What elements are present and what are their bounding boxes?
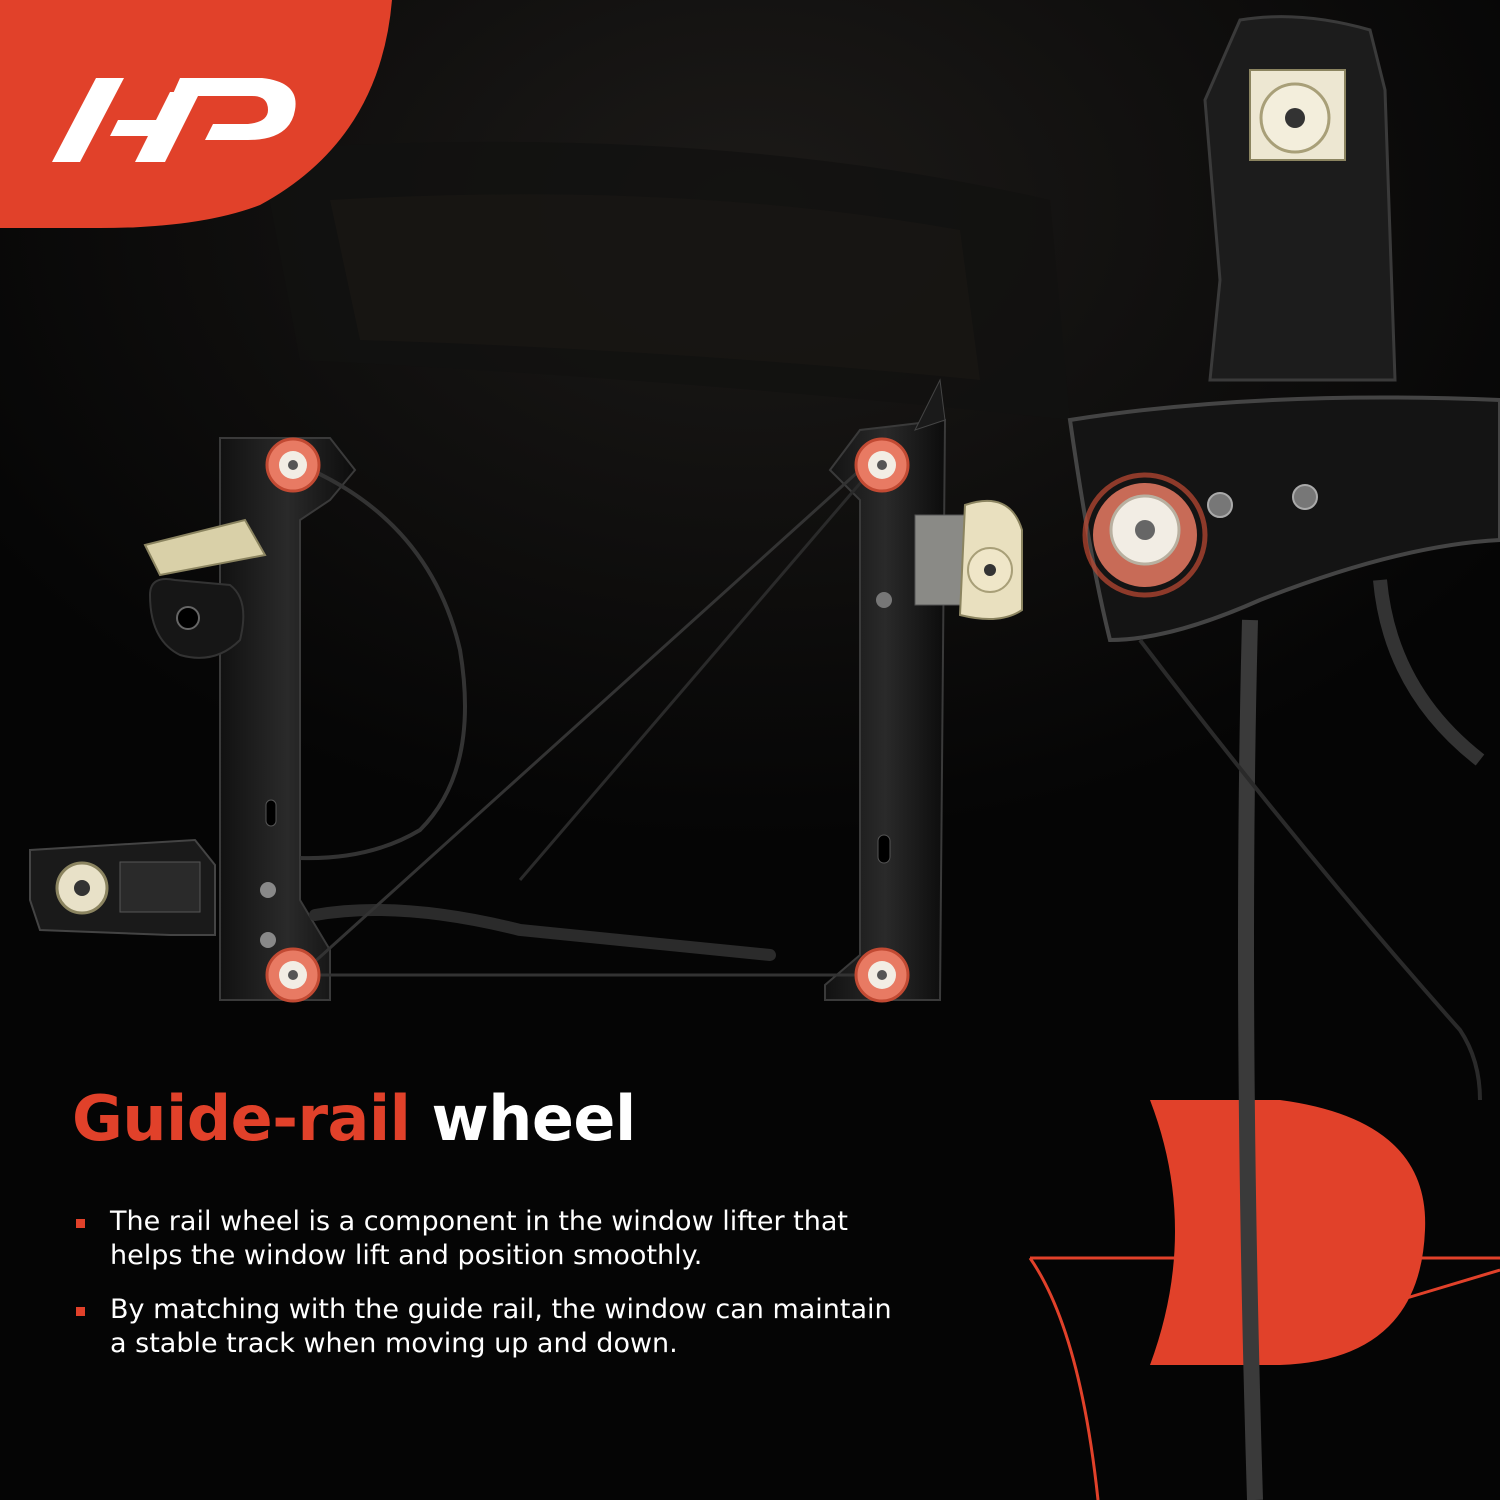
car-window-silhouette: [330, 194, 980, 380]
title-highlight: Guide-rail: [72, 1082, 411, 1155]
guide-rail-wheel-icon: [265, 437, 910, 1003]
regulator-cables: [298, 459, 882, 977]
bullet-text: By matching with the guide rail, the win…: [110, 1294, 892, 1359]
left-mount-clip: [143, 518, 267, 659]
right-mount-clip: [914, 500, 1023, 620]
feature-bullet-list: The rail wheel is a component in the win…: [72, 1205, 902, 1381]
bullet-text: The rail wheel is a component in the win…: [110, 1206, 848, 1271]
zoomed-detail: [1067, 15, 1500, 1500]
left-guide-rail: [219, 437, 357, 1001]
list-item: The rail wheel is a component in the win…: [72, 1205, 902, 1273]
brand-d-shape-icon: [1028, 1100, 1500, 1500]
bullet-square-icon: [76, 1307, 85, 1316]
bullet-square-icon: [76, 1219, 85, 1228]
list-item: By matching with the guide rail, the win…: [72, 1293, 902, 1361]
left-drive-unit: [29, 838, 216, 936]
title-rest: wheel: [431, 1082, 636, 1155]
feature-title: Guide-rail wheel: [72, 1088, 636, 1150]
a-premium-logo-icon: [0, 0, 392, 228]
